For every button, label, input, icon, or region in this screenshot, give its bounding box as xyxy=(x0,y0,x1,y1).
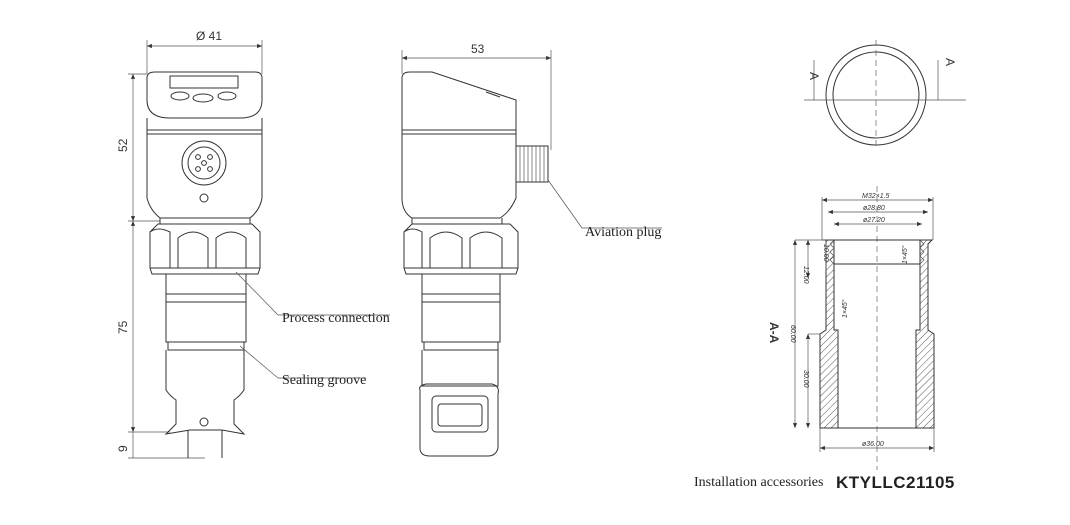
dim-left-vertical: 52 75 9 xyxy=(116,73,205,459)
process-thread xyxy=(165,273,247,295)
side-housing xyxy=(401,71,517,219)
dim-diameter: Ø 41 xyxy=(146,29,263,74)
connector-inner xyxy=(187,146,221,180)
label-sealing-groove: Sealing groove xyxy=(282,373,366,388)
label-process-connection: Process connection xyxy=(282,311,390,326)
dim-width-text: 53 xyxy=(471,42,485,56)
sealing-groove xyxy=(167,341,245,351)
dim-d2: ø27.20 xyxy=(863,217,885,224)
front-view: Ø 41 52 75 9 xyxy=(116,29,390,459)
dim-h3: 60.00 xyxy=(789,325,796,343)
dim-a1: 1×45° xyxy=(841,299,849,318)
dim-diameter-text: Ø 41 xyxy=(196,29,222,43)
top-circle-view: A A xyxy=(804,40,966,150)
leader-aviation: Aviation plug xyxy=(547,179,662,240)
housing-body xyxy=(146,118,263,219)
dim-height-bottom: 9 xyxy=(116,445,130,452)
side-tip xyxy=(419,383,499,457)
keypad xyxy=(170,91,237,103)
thread-zigzag xyxy=(829,239,925,265)
dim-d1: ø28.80 xyxy=(863,205,885,212)
indicator-led xyxy=(199,193,209,203)
dim-h1: 12.00 xyxy=(802,266,809,284)
section-marker-right: A xyxy=(943,58,957,66)
plug-threads xyxy=(519,146,545,182)
dim-a2: 1×45° xyxy=(901,245,909,264)
side-nut xyxy=(403,223,519,269)
dim-h2: 10.00 xyxy=(822,244,829,262)
sensor-tip xyxy=(164,350,246,435)
caption-text: Installation accessories xyxy=(694,475,824,490)
leader-process: Process connection xyxy=(235,271,390,326)
display-housing xyxy=(146,71,263,119)
section-view: M32×1.5 ø28.80 ø27.20 12.00 10.00 60.00 … xyxy=(767,186,935,470)
section-left-wall xyxy=(819,239,839,429)
dim-height-body: 75 xyxy=(116,320,130,334)
dim-width: 53 xyxy=(401,42,552,150)
connector-pins xyxy=(195,154,213,172)
section-view-title: A-A xyxy=(767,322,781,344)
display-screen xyxy=(169,75,239,89)
section-right-wall xyxy=(915,239,935,429)
dim-height-head: 52 xyxy=(116,138,130,152)
caption-code: KTYLLC21105 xyxy=(836,473,955,492)
section-marker-left: A xyxy=(807,72,821,80)
connector-outer xyxy=(181,140,227,186)
dim-thread: M32×1.5 xyxy=(862,193,890,200)
side-view: 53 xyxy=(401,42,662,457)
dim-d-outer: ø36.00 xyxy=(862,441,884,448)
dim-h4: 30.00 xyxy=(802,370,809,388)
label-aviation-plug: Aviation plug xyxy=(585,225,661,240)
leader-sealing: Sealing groove xyxy=(239,345,366,388)
